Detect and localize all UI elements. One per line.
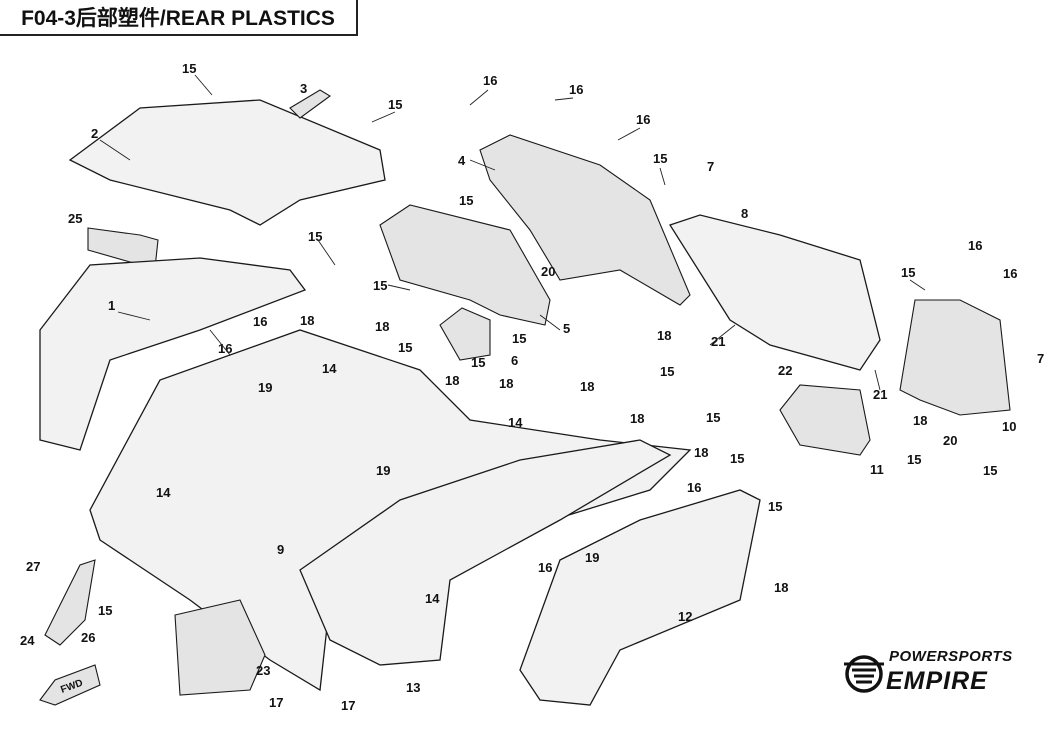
callout-18: 18 [300, 313, 314, 328]
part-12-right-side-fender [519, 489, 761, 706]
part-10-side-panel [899, 299, 1011, 416]
callout-15: 15 [768, 499, 782, 514]
callout-15: 15 [512, 331, 526, 346]
callout-8: 8 [741, 206, 748, 221]
callout-15: 15 [983, 463, 997, 478]
callout-15: 15 [388, 97, 402, 112]
callout-15: 15 [98, 603, 112, 618]
callout-5: 5 [563, 321, 570, 336]
callout-25: 25 [68, 211, 82, 226]
callout-15: 15 [308, 229, 322, 244]
callout-15: 15 [471, 355, 485, 370]
callout-15: 15 [653, 151, 667, 166]
callout-12: 12 [678, 609, 692, 624]
callout-15: 15 [907, 452, 921, 467]
callout-15: 15 [182, 61, 196, 76]
callout-18: 18 [445, 373, 459, 388]
part-6-panel [439, 307, 491, 361]
callout-4: 4 [458, 153, 466, 168]
callout-15: 15 [459, 193, 473, 208]
part-5-storage-box [379, 204, 551, 326]
callout-16: 16 [253, 314, 267, 329]
logo-line-2: EMPIRE [886, 667, 988, 695]
callout-23: 23 [256, 663, 270, 678]
callout-6: 6 [511, 353, 518, 368]
part-23-gasket [174, 599, 266, 696]
callout-18: 18 [375, 319, 389, 334]
callout-19: 19 [258, 380, 272, 395]
callout-21: 21 [711, 334, 725, 349]
callout-15: 15 [660, 364, 674, 379]
callout-18: 18 [499, 376, 513, 391]
callout-20: 20 [541, 264, 555, 279]
page-title: F04-3后部塑件/REAR PLASTICS [0, 0, 358, 36]
callout-16: 16 [687, 480, 701, 495]
powersports-empire-logo: POWERSPORTS EMPIRE [842, 648, 1032, 698]
callout-16: 16 [569, 82, 583, 97]
callout-15: 15 [901, 265, 915, 280]
callout-13: 13 [406, 680, 420, 695]
callout-18: 18 [694, 445, 708, 460]
logo-line-1: POWERSPORTS [889, 648, 1013, 665]
callout-17: 17 [269, 695, 283, 710]
callout-15: 15 [373, 278, 387, 293]
callout-16: 16 [538, 560, 552, 575]
callout-7: 7 [707, 159, 714, 174]
part-2-rear-rack-cover [68, 99, 386, 226]
callout-16: 16 [636, 112, 650, 127]
part-1-rear-fender-top [39, 257, 307, 451]
callout-18: 18 [913, 413, 927, 428]
callout-11: 11 [870, 462, 884, 477]
part-3-clip [289, 89, 331, 119]
callout-16: 16 [483, 73, 497, 88]
callout-7: 7 [1037, 351, 1044, 366]
part-11-battery-box [779, 384, 871, 456]
empire-wing-icon [844, 655, 884, 693]
callout-22: 22 [778, 363, 792, 378]
callout-18: 18 [580, 379, 594, 394]
callout-21: 21 [873, 387, 887, 402]
callout-14: 14 [508, 415, 523, 430]
callout-18: 18 [657, 328, 671, 343]
callout-19: 19 [585, 550, 599, 565]
leader-lines [99, 74, 926, 391]
callout-16: 16 [1003, 266, 1017, 281]
callout-2: 2 [91, 126, 98, 141]
callout-15: 15 [398, 340, 412, 355]
callout-1: 1 [108, 298, 115, 313]
callout-14: 14 [156, 485, 171, 500]
callout-18: 18 [774, 580, 788, 595]
callout-16: 16 [968, 238, 982, 253]
callout-15: 15 [706, 410, 720, 425]
callout-27: 27 [26, 559, 40, 574]
callout-20: 20 [943, 433, 957, 448]
callout-17: 17 [341, 698, 355, 713]
part-8-side-panel-right [669, 214, 881, 371]
part-24-small-cover [44, 559, 96, 646]
part-13-left-side-fender [299, 439, 672, 666]
callout-14: 14 [322, 361, 337, 376]
callout-24: 24 [20, 633, 35, 648]
callout-26: 26 [81, 630, 95, 645]
callout-18: 18 [630, 411, 644, 426]
callout-10: 10 [1002, 419, 1016, 434]
callout-14: 14 [425, 591, 440, 606]
callout-9: 9 [277, 542, 284, 557]
callout-3: 3 [300, 81, 307, 96]
fwd-arrow: FWD [39, 664, 101, 706]
callout-19: 19 [376, 463, 390, 478]
part-4-rear-frame-cover [479, 134, 691, 306]
callout-15: 15 [730, 451, 744, 466]
callout-labels: 15 3 15 2 16 16 16 4 15 7 15 25 8 15 20 … [20, 61, 1044, 713]
